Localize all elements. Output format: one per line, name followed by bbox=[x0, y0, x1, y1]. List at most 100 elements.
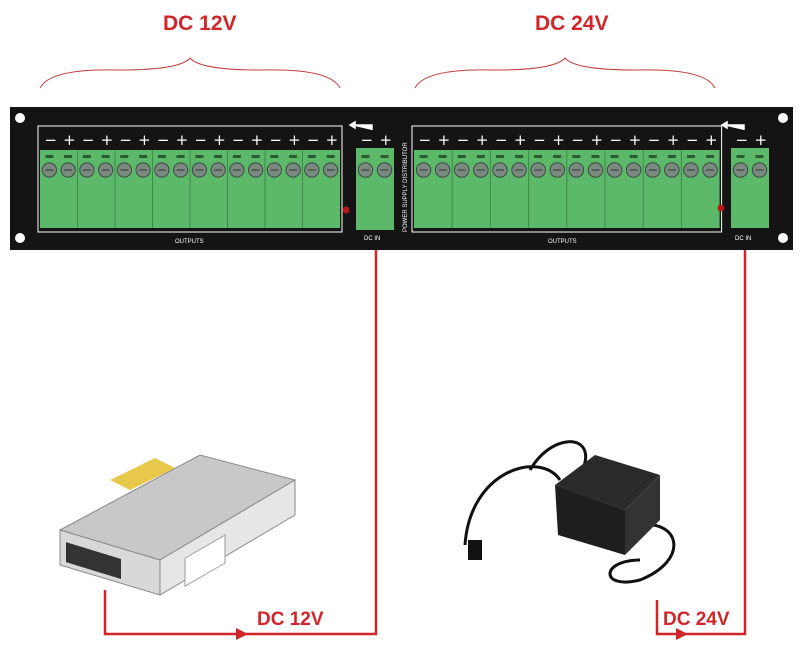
minus-sign: − bbox=[157, 131, 170, 149]
minus-sign: − bbox=[82, 131, 95, 149]
plus-sign: + bbox=[629, 131, 642, 149]
minus-sign: − bbox=[119, 131, 132, 149]
terminal-slot bbox=[553, 155, 562, 158]
plus-sign: + bbox=[438, 131, 451, 149]
terminal-slot bbox=[64, 155, 73, 158]
terminal-slot bbox=[495, 155, 504, 158]
wire-24v bbox=[655, 250, 747, 636]
arrow-head-icon bbox=[676, 628, 688, 640]
label-dc12v-bottom: DC 12V bbox=[257, 609, 324, 630]
arrow-head-icon bbox=[236, 628, 248, 640]
minus-sign: − bbox=[610, 131, 623, 149]
terminal-slot bbox=[195, 155, 204, 158]
terminal-slot bbox=[101, 155, 110, 158]
terminal-slot bbox=[270, 155, 279, 158]
terminal-slot bbox=[232, 155, 241, 158]
switching-power-supply-12v bbox=[58, 454, 297, 596]
terminal-slot bbox=[648, 155, 657, 158]
terminal-slot bbox=[82, 155, 91, 158]
minus-sign: − bbox=[232, 131, 245, 149]
minus-sign: − bbox=[307, 131, 320, 149]
terminal-slot bbox=[755, 155, 764, 158]
brace-left bbox=[39, 57, 341, 89]
terminal-slot bbox=[736, 155, 745, 158]
dc-in-label-right: DC IN bbox=[735, 236, 751, 242]
minus-sign: − bbox=[648, 131, 661, 149]
terminal-slot bbox=[438, 155, 447, 158]
plus-sign: + bbox=[288, 131, 301, 149]
plus-sign: + bbox=[63, 131, 76, 149]
mount-hole bbox=[15, 233, 25, 243]
terminal-slot bbox=[380, 155, 389, 158]
led-indicator-right bbox=[717, 204, 725, 212]
mount-hole bbox=[778, 113, 788, 123]
plus-sign: + bbox=[476, 131, 489, 149]
label-dc12v-top: DC 12V bbox=[163, 12, 237, 35]
led-indicator-left bbox=[342, 206, 350, 214]
plus-sign: + bbox=[138, 131, 151, 149]
dc-in-label-left: DC IN bbox=[364, 236, 380, 242]
minus-sign: − bbox=[361, 131, 374, 149]
plus-sign: + bbox=[213, 131, 226, 149]
group-frame bbox=[37, 125, 343, 233]
terminal-block-dc-in-12v bbox=[356, 148, 394, 230]
terminal-slot bbox=[572, 155, 581, 158]
power-adapter-24v bbox=[463, 440, 676, 584]
label-dc24v-bottom: DC 24V bbox=[663, 609, 730, 630]
terminal-slot bbox=[289, 155, 298, 158]
terminal-slot bbox=[667, 155, 676, 158]
terminal-slot bbox=[591, 155, 600, 158]
plus-sign: + bbox=[101, 131, 114, 149]
terminal-slot bbox=[515, 155, 524, 158]
minus-sign: − bbox=[533, 131, 546, 149]
terminal-slot bbox=[326, 155, 335, 158]
terminal-slot bbox=[686, 155, 695, 158]
plus-sign: + bbox=[590, 131, 603, 149]
outputs-label-left: OUTPUTS bbox=[175, 239, 204, 245]
minus-sign: − bbox=[419, 131, 432, 149]
minus-sign: − bbox=[495, 131, 508, 149]
minus-sign: − bbox=[269, 131, 282, 149]
terminal-slot bbox=[251, 155, 260, 158]
terminal-slot bbox=[361, 155, 370, 158]
group-frame bbox=[411, 125, 723, 233]
terminal-slot bbox=[139, 155, 148, 158]
terminal-slot bbox=[157, 155, 166, 158]
minus-sign: − bbox=[686, 131, 699, 149]
plus-sign: + bbox=[251, 131, 264, 149]
minus-sign: − bbox=[736, 131, 749, 149]
minus-sign: − bbox=[457, 131, 470, 149]
terminal-slot bbox=[610, 155, 619, 158]
arrow-icon bbox=[720, 120, 745, 130]
minus-sign: − bbox=[571, 131, 584, 149]
plus-sign: + bbox=[176, 131, 189, 149]
terminal-block-dc-in-24v bbox=[731, 148, 769, 228]
terminal-slot bbox=[706, 155, 715, 158]
plus-sign: + bbox=[755, 131, 768, 149]
minus-sign: − bbox=[44, 131, 57, 149]
terminal-slot bbox=[214, 155, 223, 158]
mount-hole bbox=[15, 113, 25, 123]
terminal-slot bbox=[629, 155, 638, 158]
plus-sign: + bbox=[514, 131, 527, 149]
minus-sign: − bbox=[194, 131, 207, 149]
plus-sign: + bbox=[552, 131, 565, 149]
terminal-slot bbox=[120, 155, 129, 158]
plus-sign: + bbox=[326, 131, 339, 149]
panel-vertical-title: POWER SUPPLY DISTRIBUTOR bbox=[403, 142, 409, 232]
plus-sign: + bbox=[705, 131, 718, 149]
plus-sign: + bbox=[667, 131, 680, 149]
terminal-slot bbox=[45, 155, 54, 158]
terminal-slot bbox=[457, 155, 466, 158]
brace-right bbox=[414, 57, 716, 89]
terminal-slot bbox=[419, 155, 428, 158]
plus-sign: + bbox=[380, 131, 393, 149]
outputs-label-right: OUTPUTS bbox=[548, 239, 577, 245]
terminal-slot bbox=[534, 155, 543, 158]
terminal-slot bbox=[476, 155, 485, 158]
terminal-slot bbox=[307, 155, 316, 158]
label-dc24v-top: DC 24V bbox=[535, 12, 609, 35]
arrow-icon bbox=[348, 120, 373, 130]
terminal-slot bbox=[176, 155, 185, 158]
